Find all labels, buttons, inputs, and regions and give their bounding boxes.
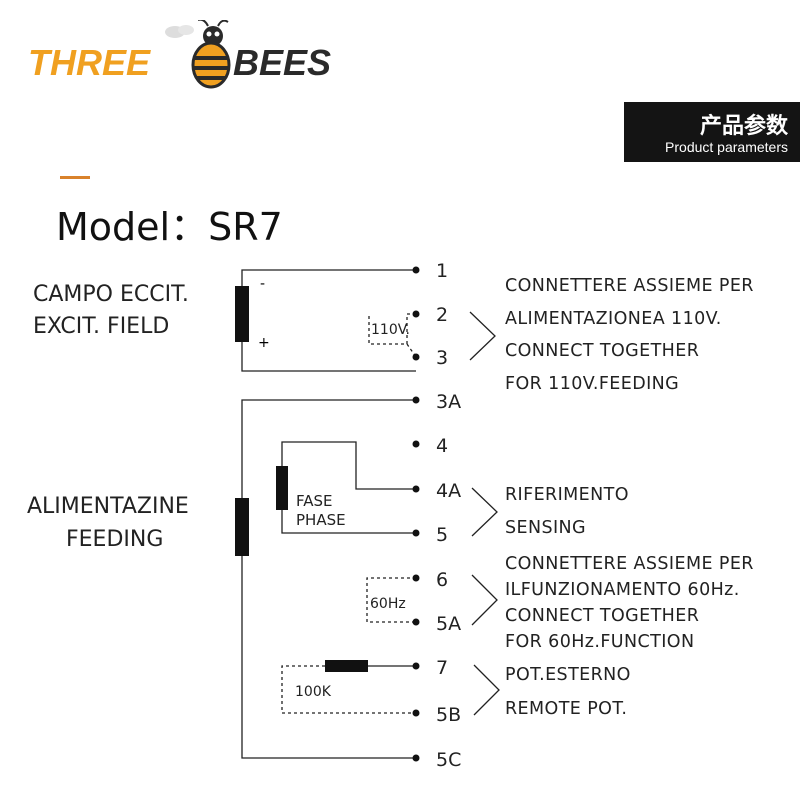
feeding-circuit xyxy=(241,399,416,759)
terminal-label-4: 4 xyxy=(436,435,448,457)
alim-label-line1: ALIMENTAZINE xyxy=(27,494,189,519)
accent-line xyxy=(60,176,90,179)
note-110-line4: FOR 110V.FEEDING xyxy=(505,374,680,394)
terminal-label-2: 2 xyxy=(436,304,448,326)
terminal-label-5: 5 xyxy=(436,524,448,546)
terminal-label-3a: 3A xyxy=(436,391,461,413)
terminal-label-7: 7 xyxy=(436,657,448,679)
chevron-remote-pot xyxy=(473,664,500,716)
phase-resistor xyxy=(276,466,288,510)
note-60hz-line1: CONNETTERE ASSIEME PER xyxy=(505,554,754,574)
terminal-dot-5a xyxy=(412,618,420,626)
alim-label-line2: FEEDING xyxy=(66,527,164,552)
threebees-logo: THREE BEES xyxy=(28,18,358,99)
terminal-label-1: 1 xyxy=(436,260,448,282)
terminal-label-4a: 4A xyxy=(436,480,461,502)
terminal-dot-5b xyxy=(412,709,420,717)
minus-sign: - xyxy=(260,276,265,292)
pot-resistor xyxy=(325,660,368,672)
note-60hz-line4: FOR 60Hz.FUNCTION xyxy=(505,632,695,652)
label-60hz: 60Hz xyxy=(370,596,406,612)
chevron-sensing xyxy=(471,487,498,537)
campo-label-line1: CAMPO ECCIT. xyxy=(33,282,189,307)
terminal-dot-3 xyxy=(412,353,420,361)
terminal-dot-7 xyxy=(412,662,420,670)
terminal-label-5a: 5A xyxy=(436,613,461,635)
terminal-label-5c: 5C xyxy=(436,749,461,771)
field-coil xyxy=(235,286,249,342)
note-sensing-line2: SENSING xyxy=(505,518,586,538)
terminal-dot-4 xyxy=(412,440,420,448)
terminal-dot-5 xyxy=(412,529,420,537)
product-parameters-badge: 产品参数 Product parameters xyxy=(624,102,800,162)
note-110-line1: CONNETTERE ASSIEME PER xyxy=(505,276,754,296)
campo-label-line2: EXCIT. FIELD xyxy=(33,314,170,339)
terminal-label-5b: 5B xyxy=(436,704,461,726)
chevrons xyxy=(469,311,500,716)
terminal-dot-5c xyxy=(412,754,420,762)
label-phase: PHASE xyxy=(296,511,346,529)
logo-bees-text: BEES xyxy=(233,42,331,83)
chevron-60hz xyxy=(471,574,498,626)
note-110-line2: ALIMENTAZIONEA 110V. xyxy=(505,309,722,329)
note-60hz-line2: ILFUNZIONAMENTO 60Hz. xyxy=(505,580,740,600)
badge-english-subtitle: Product parameters xyxy=(665,139,788,155)
terminal-dot-2 xyxy=(412,310,420,318)
label-fase: FASE xyxy=(296,492,333,510)
badge-chinese-title: 产品参数 xyxy=(699,114,788,139)
logo-three-text: THREE xyxy=(28,42,151,83)
label-110v: 110V. xyxy=(371,322,410,338)
note-110-line3: CONNECT TOGETHER xyxy=(505,341,700,361)
note-sensing-line1: RIFERIMENTO xyxy=(505,485,629,505)
chevron-110v xyxy=(469,311,496,361)
terminal-label-6: 6 xyxy=(436,569,448,591)
terminal-dots xyxy=(412,266,420,762)
plus-sign: + xyxy=(258,335,270,351)
field-circuit xyxy=(241,269,417,372)
model-title: Model：SR7 xyxy=(56,205,283,249)
note-60hz-line3: CONNECT TOGETHER xyxy=(505,606,700,626)
terminal-dot-4a xyxy=(412,485,420,493)
terminal-dot-3a xyxy=(412,396,420,404)
terminal-dot-1 xyxy=(412,266,420,274)
note-pot-line2: REMOTE POT. xyxy=(505,699,628,719)
logo-graphic: THREE BEES xyxy=(28,18,331,89)
bee-icon xyxy=(165,18,231,89)
feeding-coil xyxy=(235,498,249,556)
label-100k: 100K xyxy=(295,684,332,700)
note-pot-line1: POT.ESTERNO xyxy=(505,665,631,685)
terminal-label-3: 3 xyxy=(436,347,448,369)
terminal-dot-6 xyxy=(412,574,420,582)
